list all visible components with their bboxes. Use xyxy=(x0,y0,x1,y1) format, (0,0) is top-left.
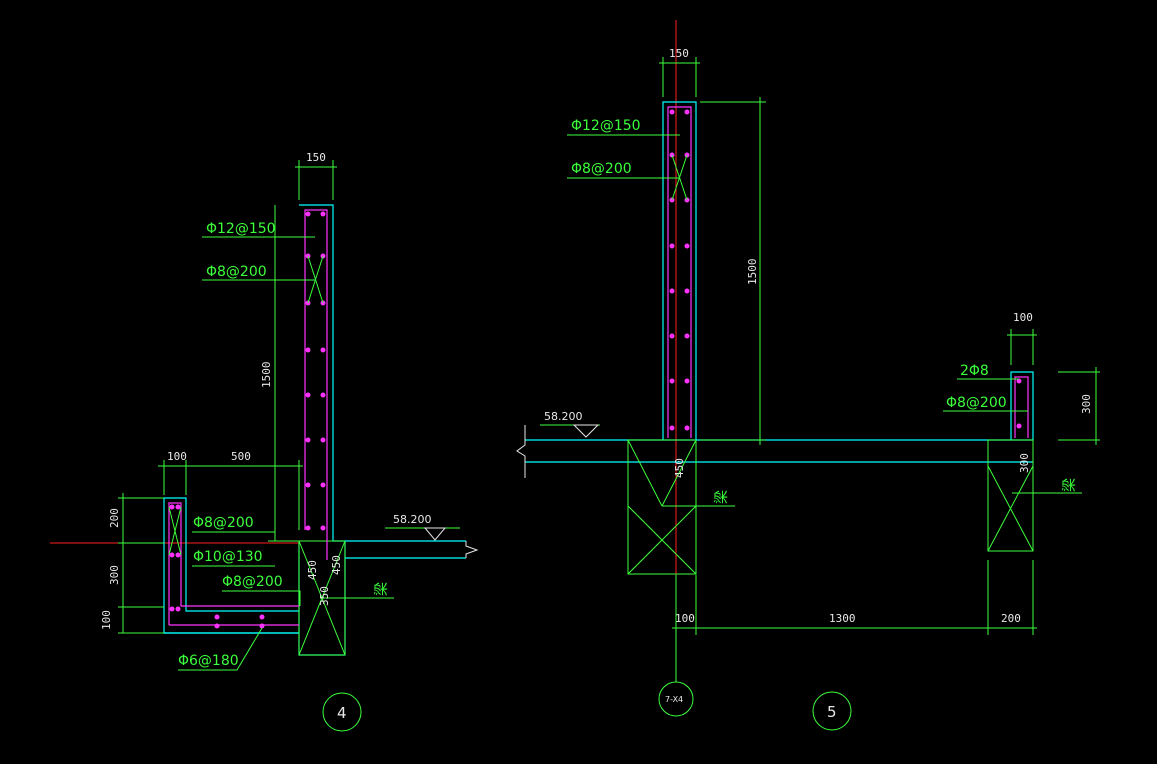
d4-dim-span: 500 xyxy=(231,450,251,463)
d4-dim-ledge: 100 xyxy=(167,450,187,463)
d4-label-phi8-b: Φ8@200 xyxy=(193,515,254,531)
d4-dim-100: 100 xyxy=(100,610,113,630)
d4-elevation: 58.200 xyxy=(393,513,432,526)
d4-label-beam: 梁 xyxy=(374,582,390,596)
d4-dim-200: 200 xyxy=(108,508,121,528)
d4-dim-450b: 450 xyxy=(330,555,343,575)
d5-dim-height: 1500 xyxy=(746,259,759,286)
d4-number-circle xyxy=(322,692,362,732)
detail5-rebar-dots xyxy=(669,109,1022,431)
d4-label-phi12: Φ12@150 xyxy=(206,221,276,237)
detail5-beams xyxy=(627,439,1034,575)
detail4-dimensions xyxy=(118,160,337,634)
d5-dim-top-width: 150 xyxy=(669,47,689,60)
d5-dim-bottom-100: 100 xyxy=(675,612,695,625)
d5-label-phi8-b: Φ8@200 xyxy=(946,395,1007,411)
detail4-elevation-marker xyxy=(423,527,447,541)
d5-dim-beam-depth: 450 xyxy=(673,458,686,478)
d4-dim-350: 350 xyxy=(318,586,331,606)
detail5-elevation-marker xyxy=(572,424,600,438)
detail4-slab xyxy=(345,540,466,559)
d4-dim-top-width: 150 xyxy=(306,151,326,164)
detail5-wall-outline xyxy=(525,101,1034,463)
d4-label-phi8-c: Φ8@200 xyxy=(222,574,283,590)
detail-5: 150 1500 100 300 450 300 100 1300 200 Φ1… xyxy=(516,20,1100,731)
detail-4: 150 1500 100 500 200 300 100 450 450 350… xyxy=(50,151,479,732)
d5-dim-bottom-1300: 1300 xyxy=(829,612,856,625)
d5-label-phi12: Φ12@150 xyxy=(571,118,641,134)
detail4-leaders xyxy=(178,236,460,671)
d4-dim-height: 1500 xyxy=(260,362,273,389)
d5-dim-beam-depth-b: 300 xyxy=(1018,453,1031,473)
d5-elevation: 58.200 xyxy=(544,410,583,423)
d5-grid-axis-label: 7-X4 xyxy=(665,695,683,704)
d4-dim-300: 300 xyxy=(108,565,121,585)
d5-label-beam-a: 梁 xyxy=(714,490,730,504)
d5-dim-small-width: 100 xyxy=(1013,311,1033,324)
detail4-break-symbol xyxy=(465,541,479,558)
d5-grid-axis-bubble xyxy=(658,681,694,717)
detail5-leaders xyxy=(540,134,1082,507)
d4-dim-450a: 450 xyxy=(306,560,319,580)
d5-label-beam-b: 梁 xyxy=(1062,478,1078,492)
d4-label-phi10: Φ10@130 xyxy=(193,549,263,565)
d5-number-circle xyxy=(812,691,852,731)
d5-label-phi8: Φ8@200 xyxy=(571,161,632,177)
d5-dim-bottom-200: 200 xyxy=(1001,612,1021,625)
d4-label-phi8-a: Φ8@200 xyxy=(206,264,267,280)
detail5-dimensions xyxy=(659,57,1100,635)
detail4-rebar-dots xyxy=(169,211,326,629)
d5-number: 5 xyxy=(827,703,837,721)
d5-label-two-phi8: 2Φ8 xyxy=(960,363,989,379)
detail5-rebar xyxy=(667,106,1029,438)
d4-label-phi6: Φ6@180 xyxy=(178,653,239,669)
d4-number: 4 xyxy=(337,704,347,722)
d5-dim-small-height: 300 xyxy=(1080,394,1093,414)
detail4-rebar xyxy=(168,209,328,626)
detail5-break-symbol xyxy=(516,425,526,478)
